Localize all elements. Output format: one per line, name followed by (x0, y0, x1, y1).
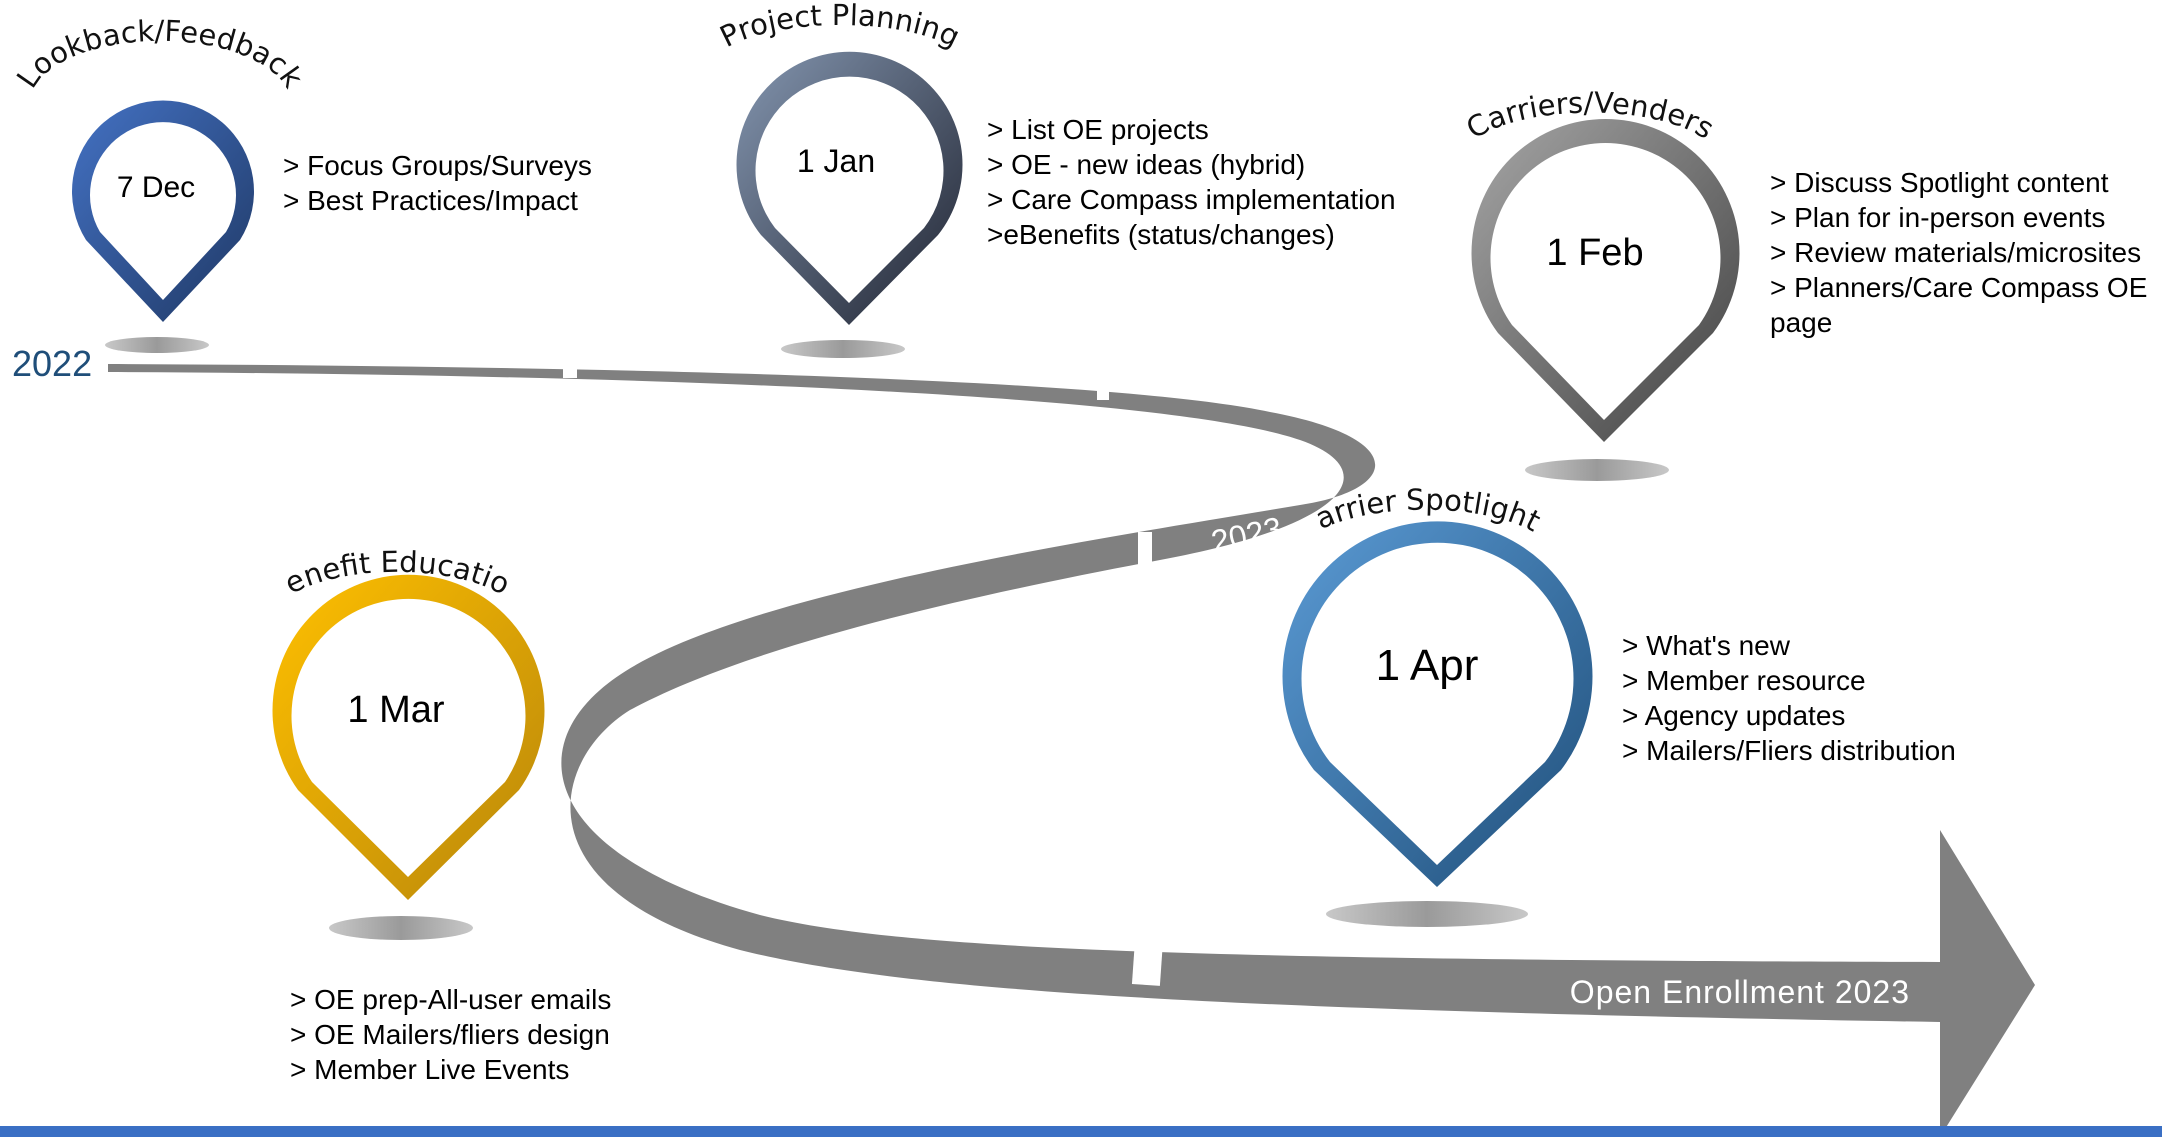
notes-carriers-venders: > Discuss Spotlight content > Plan for i… (1770, 165, 2150, 340)
note-item: > Review materials/microsites (1770, 237, 2142, 268)
pin-shadow (781, 340, 905, 358)
track-gaps (563, 360, 1165, 986)
notes-project-planning: > List OE projects > OE - new ideas (hyb… (987, 112, 1396, 252)
note-item: > Member Live Events (290, 1054, 570, 1085)
note-item: > OE prep-All-user emails (290, 984, 612, 1015)
bottom-accent-bar (0, 1126, 2162, 1137)
milestone-benefit-education: 1 Mar Benefit Education (0, 0, 545, 940)
notes-benefit-education: > OE prep-All-user emails > OE Mailers/f… (290, 982, 611, 1087)
note-item: > What's new (1622, 630, 1790, 661)
pin-shadow (1525, 459, 1669, 481)
milestone-title: Carrier Spotlights (0, 0, 1546, 538)
note-item: > OE Mailers/fliers design (290, 1019, 610, 1050)
note-item: > Best Practices/Impact (283, 185, 578, 216)
pin-date: 7 Dec (117, 171, 195, 204)
notes-lookback-feedback: > Focus Groups/Surveys > Best Practices/… (283, 148, 592, 218)
pin-date: 1 Jan (797, 143, 875, 179)
milestone-carriers-venders: 1 Feb Carriers/Venders (1460, 86, 1740, 481)
pin-date: 1 Mar (347, 689, 444, 731)
note-item: > Planners/Care Compass OE page (1770, 272, 2148, 338)
pin-date: 1 Apr (1376, 641, 1479, 690)
note-item: > Focus Groups/Surveys (283, 150, 592, 181)
milestone-title: Benefit Education (0, 0, 515, 601)
note-item: > List OE projects (987, 114, 1209, 145)
timeline-track (108, 364, 2035, 1137)
pin-shadow (329, 916, 473, 940)
note-item: > Member resource (1622, 665, 1866, 696)
milestone-lookback-feedback: 7 Dec Lookback/Feedback (10, 14, 310, 353)
milestone-title: Lookback/Feedback (10, 14, 310, 94)
pin-date: 1 Feb (1546, 232, 1643, 274)
pin-shadow (105, 337, 209, 353)
note-item: > Agency updates (1622, 700, 1846, 731)
milestone-title: Project Planning (715, 0, 966, 54)
end-label: Open Enrollment 2023 (1570, 974, 1910, 1010)
note-item: > Care Compass implementation (987, 184, 1396, 215)
mid-year-label: 2023 (1208, 510, 1285, 560)
note-item: > Plan for in-person events (1770, 202, 2106, 233)
note-item: > OE - new ideas (hybrid) (987, 149, 1306, 180)
pin-shadow (1326, 901, 1528, 927)
start-year-label: 2022 (12, 343, 93, 384)
note-item: > Mailers/Fliers distribution (1622, 735, 1956, 766)
note-item: >eBenefits (status/changes) (987, 219, 1335, 250)
note-item: > Discuss Spotlight content (1770, 167, 2109, 198)
notes-carrier-spotlights: > What's new > Member resource > Agency … (1622, 628, 1956, 768)
milestone-project-planning: 1 Jan Project Planning (715, 0, 966, 358)
